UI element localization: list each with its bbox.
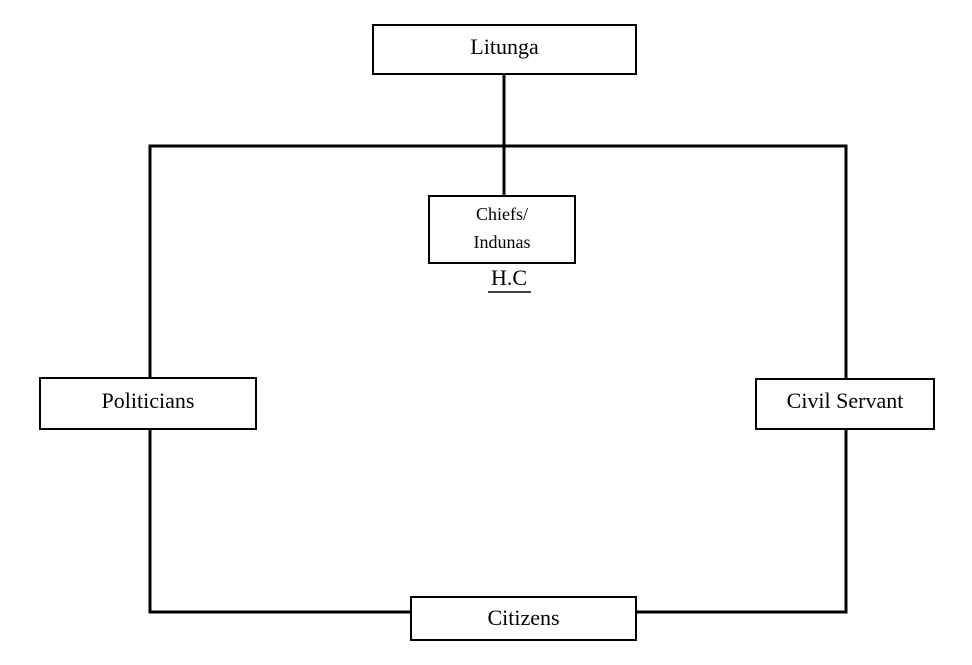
node-citizens-box — [410, 596, 637, 641]
hc-label-group: H.C — [488, 265, 531, 293]
node-chiefs-label-line2: Indunas — [474, 232, 531, 252]
node-civil-servant-box — [755, 378, 935, 430]
node-chiefs-label-line1: Chiefs/ — [476, 204, 528, 224]
node-litunga: Litunga — [372, 24, 637, 75]
connector-lines — [148, 72, 848, 614]
node-civil-servant: Civil Servant — [755, 378, 935, 430]
node-chiefs-indunas: Chiefs/ Indunas — [428, 195, 576, 264]
node-politicians-label: Politicians — [102, 388, 195, 413]
node-civil-servant-label: Civil Servant — [787, 388, 904, 413]
node-politicians: Politicians — [39, 377, 257, 430]
node-citizens: Citizens — [410, 596, 637, 641]
node-politicians-box — [39, 377, 257, 430]
hc-label: H.C — [491, 265, 527, 290]
node-chiefs-box — [428, 195, 576, 264]
node-litunga-label: Litunga — [470, 34, 539, 59]
node-citizens-label: Citizens — [487, 605, 559, 630]
node-litunga-box — [372, 24, 637, 75]
